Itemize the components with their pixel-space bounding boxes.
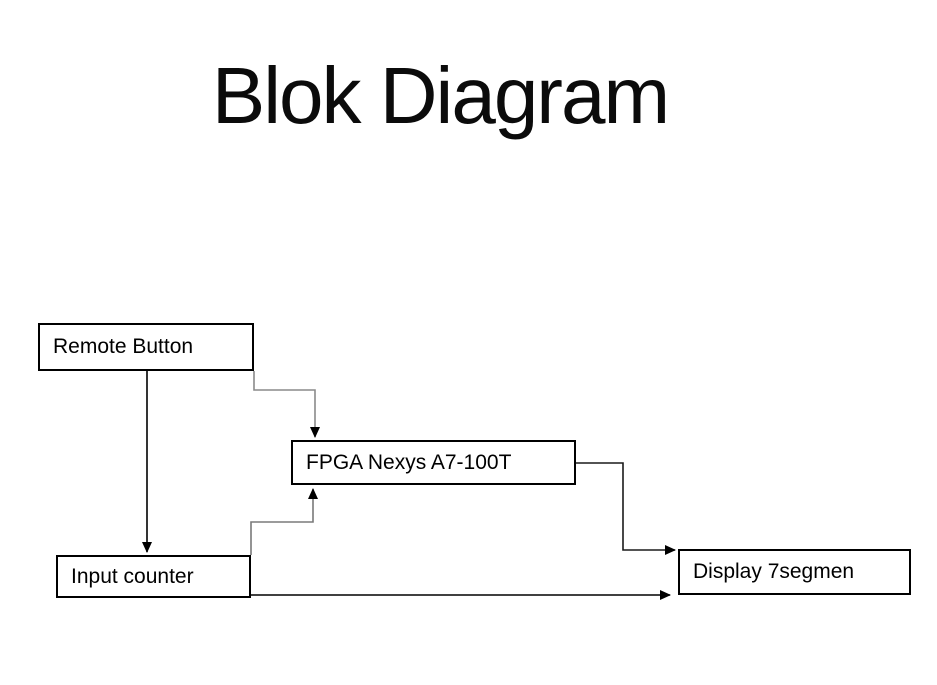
node-input-counter: Input counter: [56, 555, 251, 598]
node-display: Display 7segmen: [678, 549, 911, 595]
node-fpga: FPGA Nexys A7-100T: [291, 440, 576, 485]
connector-remote-button-to-fpga: [253, 371, 320, 438]
node-label-display: Display 7segmen: [693, 560, 855, 583]
connector-fpga-to-display: [576, 462, 676, 555]
node-remote-button: Remote Button: [38, 323, 254, 371]
node-label-input-counter: Input counter: [71, 564, 194, 588]
connector-input-counter-to-fpga: [250, 488, 318, 555]
node-label-remote-button: Remote Button: [53, 335, 194, 358]
node-label-fpga: FPGA Nexys A7-100T: [306, 450, 512, 474]
slide-title: Blok Diagram: [211, 51, 670, 140]
